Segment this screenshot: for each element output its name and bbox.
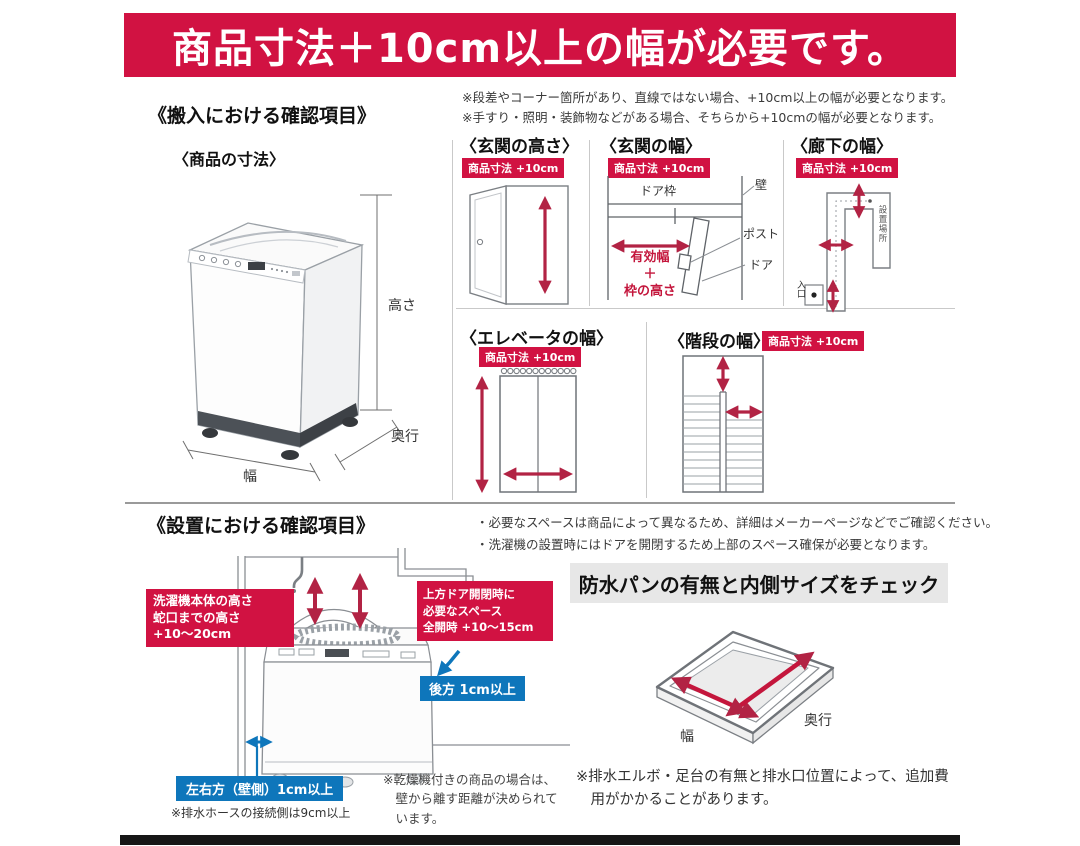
carry-in-note-1: ※段差やコーナー箇所があり、直線ではない場合、+10cm以上の幅が必要となります…: [462, 90, 954, 105]
page-title: 商品寸法＋10cm以上の幅が必要です。: [171, 26, 909, 72]
carry-in-heading: 《搬入における確認項目》: [148, 105, 377, 127]
stairs-width-badge: 商品寸法 +10cm: [762, 331, 865, 351]
divider-v3: [646, 322, 647, 498]
stairs-width-heading: 〈階段の幅〉: [668, 332, 770, 352]
drain-pan-note: ※排水エルボ・足台の有無と排水口位置によって、追加費用がかかることがあります。: [576, 769, 949, 809]
door-open-space-callout: 上方ドア開閉時に 必要なスペース 全開時 +10〜15cm: [417, 581, 553, 642]
entrance-width-drawing: [607, 176, 755, 300]
hallway-width-badge: 商品寸法 +10cm: [796, 158, 899, 178]
divider-v1: [589, 140, 590, 306]
wall-label: 壁: [755, 178, 768, 192]
drain-pan-heading: 防水パンの有無と内側サイズをチェック: [578, 572, 940, 597]
divider-h2: [125, 502, 955, 504]
hallway-width-diagram: 設置場所 入口: [795, 183, 905, 315]
hallway-width-heading: 〈廊下の幅〉: [791, 137, 893, 157]
side-clearance-callout: 左右方（壁側）1cm以上: [176, 776, 344, 801]
stairs-diagram: [682, 355, 764, 493]
product-dims-heading: 〈商品の寸法〉: [173, 150, 286, 169]
bottom-bar: [120, 835, 960, 845]
pan-width-label: 幅: [680, 729, 694, 745]
drain-pan-drawing: [655, 630, 835, 745]
install-heading: 《設置における確認項目》: [147, 515, 376, 537]
drain-pan-diagram: 幅 奥行: [618, 618, 918, 768]
install-place-label: 設置場所: [877, 205, 887, 243]
entrance-height-badge: 商品寸法 +10cm: [462, 158, 565, 178]
entrance-width-badge: 商品寸法 +10cm: [608, 158, 711, 178]
post-label: ポスト: [743, 227, 780, 241]
entry-label: 入口: [795, 280, 805, 298]
elevator-diagram: [475, 367, 577, 494]
drain-pan-heading-bar: 防水パンの有無と内側サイズをチェック: [570, 563, 948, 603]
divider-v0: [452, 140, 453, 500]
hallway-drawing: [804, 183, 891, 313]
dryer-note: ※乾燥機付きの商品の場合は、壁から離す距離が決められています。: [383, 772, 558, 826]
divider-h1: [456, 308, 955, 309]
door-frame-label: ドア枠: [640, 184, 677, 198]
elevator-width-heading: 〈エレベータの幅〉: [460, 329, 613, 349]
effective-width-label: 有効幅 ＋ 枠の高さ: [623, 250, 676, 299]
entrance-height-heading: 〈玄関の高さ〉: [460, 137, 579, 157]
page-title-banner: 商品寸法＋10cm以上の幅が必要です。: [124, 13, 956, 77]
product-depth-label: 奥行: [391, 429, 419, 445]
product-width-label: 幅: [243, 469, 257, 485]
entrance-height-diagram: [469, 185, 569, 305]
hose-note: ※排水ホースの接続側は9cm以上: [171, 806, 351, 820]
install-note-2: ・洗濯機の設置時にはドアを開閉するため上部のスペース確保が必要となります。: [476, 537, 936, 552]
entrance-width-heading: 〈玄関の幅〉: [600, 137, 702, 157]
pan-depth-label: 奥行: [804, 713, 832, 729]
rear-clearance-callout: 後方 1cm以上: [420, 676, 525, 701]
entrance-width-diagram: ドア枠 壁 ポスト ドア 有効幅 ＋ 枠の高さ: [592, 168, 782, 308]
door-label: ドア: [749, 258, 774, 272]
product-height-label: 高さ: [388, 298, 416, 314]
carry-in-note-2: ※手すり・照明・装飾物などがある場合、そちらから+10cmの幅が必要となります。: [462, 110, 942, 125]
height-space-callout: 洗濯機本体の高さ 蛇口までの高さ +10〜20cm: [146, 589, 294, 647]
washing-machine-illustration: [182, 194, 403, 482]
elevator-width-badge: 商品寸法 +10cm: [479, 347, 582, 367]
divider-v2: [783, 140, 784, 306]
install-note-1: ・必要なスペースは商品によって異なるため、詳細はメーカーページなどでご確認くださ…: [476, 515, 999, 530]
